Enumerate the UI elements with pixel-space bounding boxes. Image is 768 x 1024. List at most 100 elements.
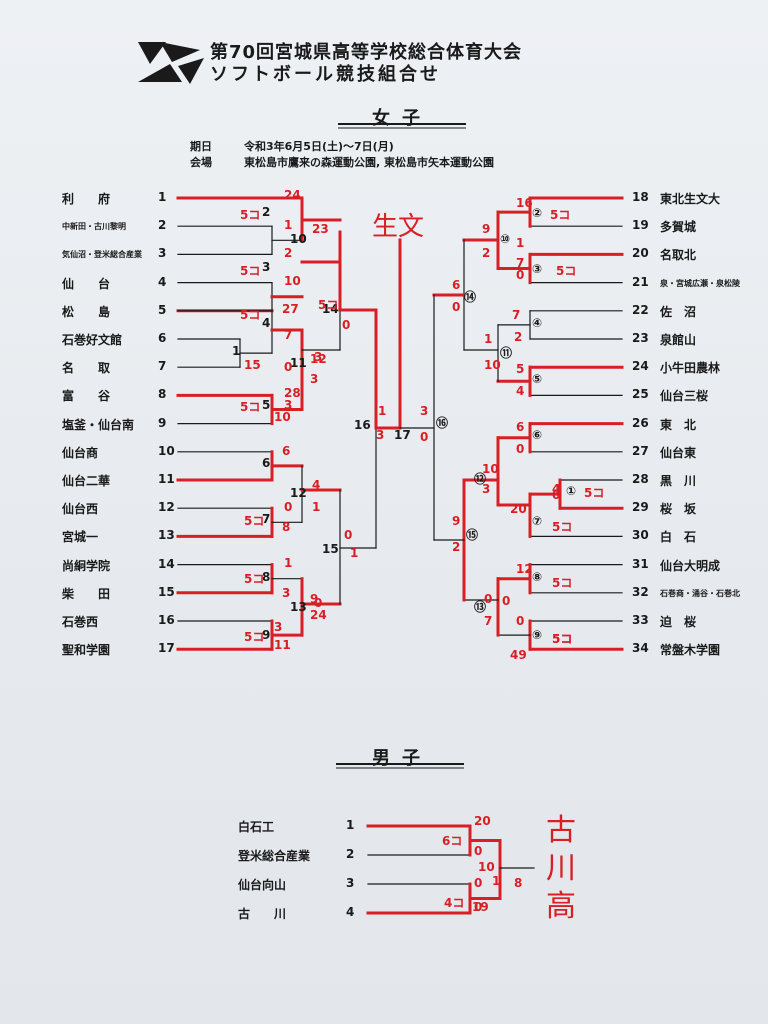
men-score: 10 bbox=[478, 860, 495, 874]
right-team-number: 28 bbox=[632, 472, 649, 486]
left-team-number: 1 bbox=[158, 190, 167, 204]
left-team-number: 4 bbox=[158, 274, 167, 289]
right-match-number: ⑪ bbox=[500, 346, 513, 360]
venue-label: 会場 bbox=[190, 156, 212, 169]
men-team-number: 3 bbox=[346, 876, 355, 890]
right-match-number: ⑧ bbox=[532, 570, 543, 584]
logo-shape-3 bbox=[138, 64, 182, 82]
left-match-number: 1 bbox=[232, 344, 241, 358]
right-score: 4 bbox=[516, 384, 525, 398]
right-team-number: 31 bbox=[632, 556, 649, 571]
right-score: 4 bbox=[552, 482, 561, 496]
left-score: 6 bbox=[282, 444, 291, 458]
left-score: 1 bbox=[350, 546, 359, 560]
left-score: 12 bbox=[310, 352, 327, 366]
page-title: 第70回宮城県高等学校総合体育大会 bbox=[210, 42, 523, 63]
right-team-number: 32 bbox=[632, 584, 649, 599]
right-score: 7 bbox=[516, 256, 525, 270]
right-score: 10 bbox=[484, 358, 501, 372]
left-score: 3 bbox=[314, 350, 323, 364]
left-match-number: 8 bbox=[262, 570, 271, 584]
left-team-name: 聖和学園 bbox=[62, 643, 111, 658]
men-team-name: 白石工 bbox=[238, 820, 275, 834]
left-team-number: 13 bbox=[158, 528, 175, 543]
right-score: 5コ bbox=[552, 520, 573, 534]
men-winner-handwritten: 古川高 bbox=[546, 813, 576, 924]
right-score: 49 bbox=[510, 648, 527, 662]
left-match-number: 11 bbox=[290, 356, 307, 370]
left-team-name: 柴 田 bbox=[62, 586, 111, 601]
right-team-number: 18 bbox=[632, 190, 649, 204]
right-team-name: 東北生文大 bbox=[660, 192, 721, 206]
right-score: 5コ bbox=[550, 208, 571, 222]
men-team-name: 仙台向山 bbox=[238, 878, 287, 892]
right-match-number: ⑦ bbox=[532, 514, 543, 528]
right-match-number: ⑬ bbox=[474, 600, 487, 614]
left-team-name: 松 島 bbox=[62, 304, 111, 319]
men-score: 0 bbox=[474, 844, 483, 858]
left-team-number: 11 bbox=[158, 472, 175, 486]
left-match-number: 7 bbox=[262, 512, 271, 526]
left-score: 5コ bbox=[244, 630, 265, 644]
left-team-number: 10 bbox=[158, 443, 175, 458]
right-team-name: 仙台大明成 bbox=[660, 558, 721, 573]
right-match-number: ④ bbox=[532, 316, 543, 330]
left-score: 5コ bbox=[240, 208, 261, 222]
right-team-number: 26 bbox=[632, 415, 649, 430]
right-score: 6 bbox=[516, 420, 525, 434]
left-match-number: 5 bbox=[262, 398, 271, 412]
left-score: 24 bbox=[284, 188, 301, 202]
right-score: 5コ bbox=[552, 632, 573, 646]
left-match-number: 13 bbox=[290, 600, 307, 614]
right-score: 7 bbox=[484, 614, 493, 628]
left-score: 10 bbox=[284, 274, 301, 288]
right-score: 9 bbox=[452, 514, 461, 528]
left-score: 7 bbox=[284, 328, 293, 342]
left-match-number: 9 bbox=[262, 628, 271, 642]
men-team-number: 2 bbox=[346, 847, 355, 861]
left-score: 11 bbox=[274, 638, 291, 652]
left-score: 0 bbox=[284, 360, 293, 374]
logo-shape-1 bbox=[138, 42, 166, 64]
left-score: 0 bbox=[344, 528, 353, 542]
left-score: 1 bbox=[284, 556, 293, 570]
right-score: 10 bbox=[482, 462, 499, 476]
right-match-number: ⑩ bbox=[500, 232, 511, 246]
right-match-number: ⑫ bbox=[474, 472, 487, 486]
left-score: 4 bbox=[312, 478, 321, 492]
left-team-number: 17 bbox=[158, 641, 175, 656]
left-score: 3 bbox=[282, 586, 291, 600]
men-mark: 6コ bbox=[442, 834, 463, 848]
right-score: 2 bbox=[482, 246, 491, 260]
right-match-number: ⑯ bbox=[436, 416, 449, 430]
left-match-number: 15 bbox=[322, 542, 339, 556]
right-team-number: 25 bbox=[632, 387, 649, 402]
right-match-number: ① bbox=[566, 484, 577, 498]
right-score: 5コ bbox=[552, 576, 573, 590]
right-match-number: ② bbox=[532, 206, 543, 220]
right-match-number: ⑮ bbox=[466, 528, 479, 542]
left-match-number: 3 bbox=[262, 260, 271, 274]
right-team-name: 桜 坂 bbox=[660, 502, 697, 517]
right-match-number: ⑥ bbox=[532, 428, 543, 442]
men-score: 20 bbox=[474, 814, 491, 828]
right-team-number: 19 bbox=[632, 218, 649, 233]
right-score: 0 bbox=[452, 300, 461, 314]
left-team-number: 5 bbox=[158, 302, 167, 317]
right-score: 0 bbox=[484, 592, 493, 606]
right-score: 0 bbox=[420, 430, 429, 444]
right-team-name: 佐 沼 bbox=[660, 304, 697, 319]
right-team-number: 22 bbox=[632, 302, 649, 317]
left-team-number: 7 bbox=[158, 359, 167, 374]
right-team-name: 多賀城 bbox=[660, 220, 697, 235]
right-score: 1 bbox=[516, 236, 525, 250]
right-team-number: 23 bbox=[632, 331, 649, 345]
left-score: 5コ bbox=[244, 572, 265, 586]
left-score: 10 bbox=[274, 410, 291, 424]
men-score: 0 bbox=[474, 876, 483, 890]
left-team-name: 中新田・古川黎明 bbox=[62, 222, 126, 232]
